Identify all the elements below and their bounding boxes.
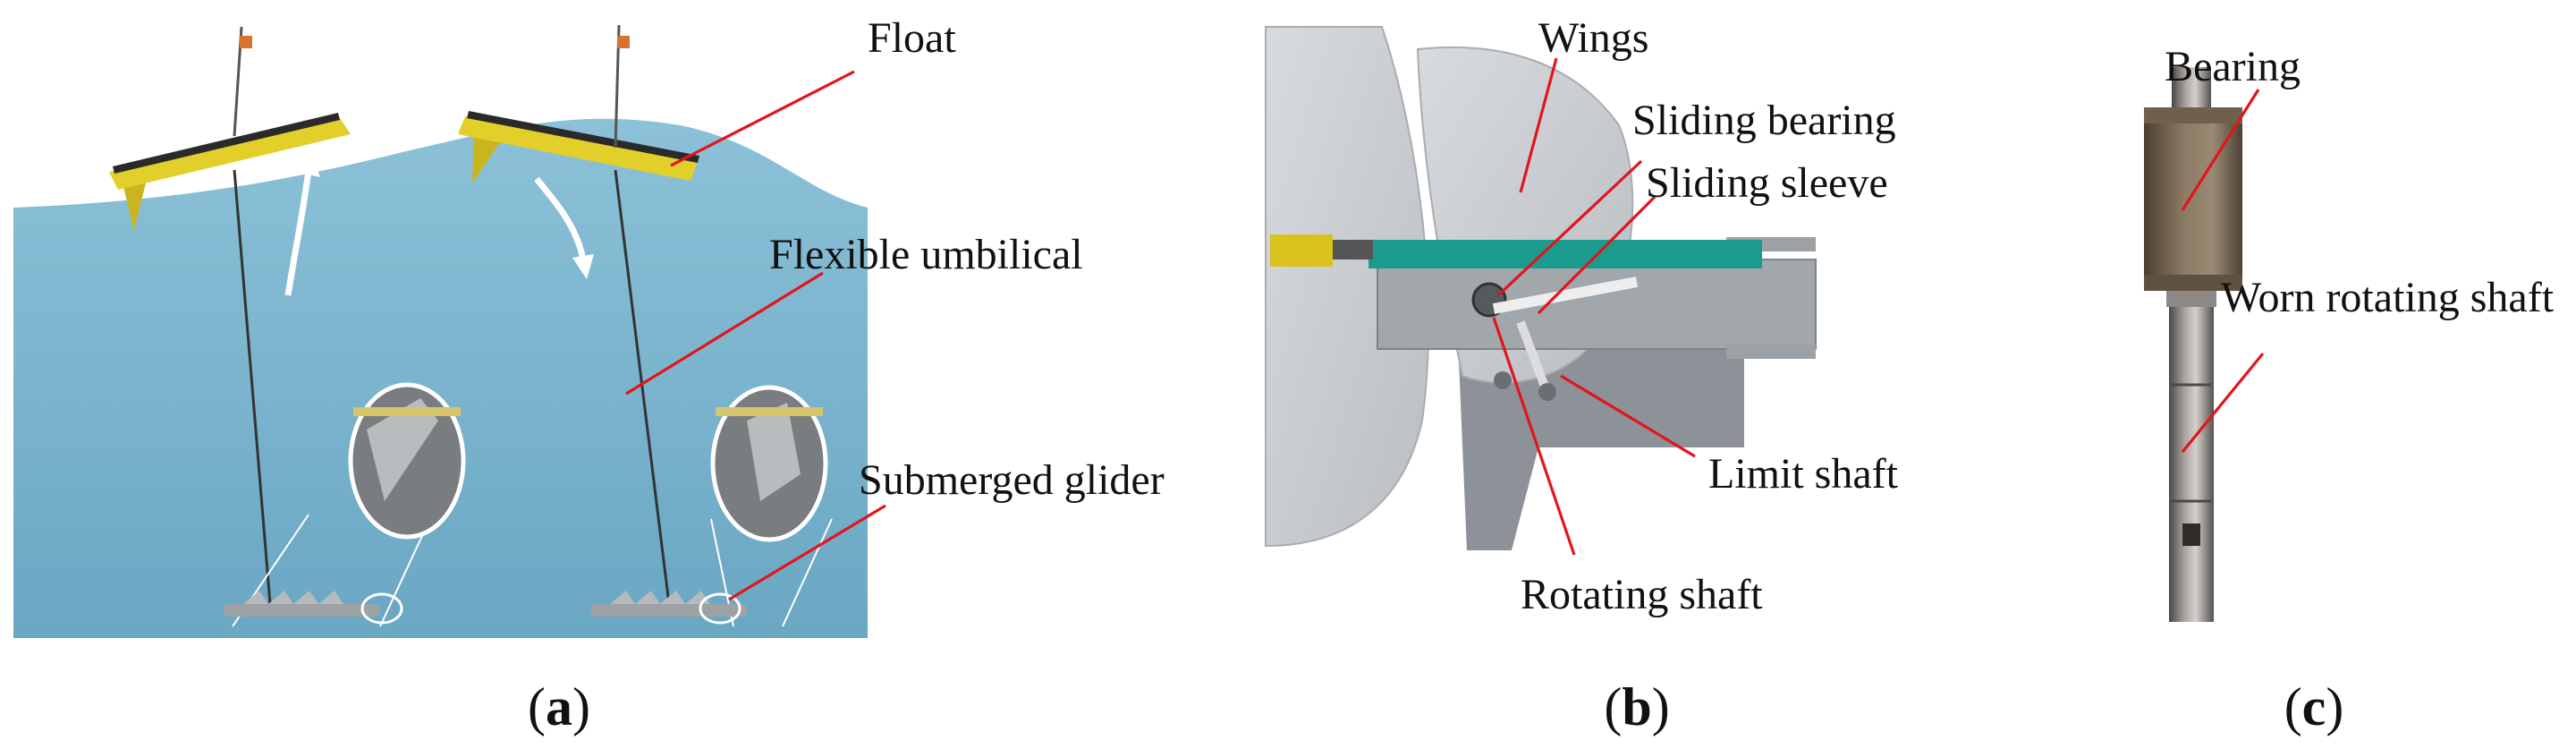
umbilical-right	[614, 169, 671, 605]
label-limit-shaft: Limit shaft	[1708, 450, 1899, 498]
sea-water	[13, 118, 868, 639]
label-sliding-sleeve: Sliding sleeve	[1646, 159, 1888, 207]
lower-plate	[1458, 340, 1744, 550]
yellow-connector	[1270, 234, 1333, 267]
label-flexible-umbilical: Flexible umbilical	[769, 231, 1083, 278]
glider-right	[590, 591, 747, 625]
caption-c: (c)	[2284, 677, 2344, 736]
wing-left	[1265, 26, 1430, 548]
zoom-inset-right	[710, 385, 833, 627]
leader-worn-shaft	[2181, 352, 2265, 454]
limit-shaft-head	[1538, 383, 1556, 401]
float-right	[458, 24, 699, 183]
sliding-sleeve	[1492, 277, 1639, 314]
leader-limit-shaft	[1560, 374, 1696, 458]
leader-bearing	[2181, 89, 2260, 211]
leader-umbilical	[625, 271, 824, 396]
label-rotating-shaft: Rotating shaft	[1521, 571, 1763, 618]
glider-left	[224, 591, 403, 625]
leader-sliding-bearing	[1496, 159, 1643, 297]
caption-a: (a)	[528, 677, 590, 736]
worn-shaft	[2169, 291, 2214, 622]
label-submerged-glider: Submerged glider	[859, 456, 1165, 504]
motion-arrow-down	[534, 176, 587, 260]
label-wings: Wings	[1538, 14, 1648, 62]
label-bearing: Bearing	[2165, 43, 2301, 90]
zoom-inset-left	[232, 382, 466, 627]
rotating-shaft-head	[1494, 371, 1512, 389]
panel-b: Wings Sliding bearing Sliding sleeve Lim…	[1265, 14, 1899, 736]
leader-rotating-shaft	[1492, 317, 1576, 556]
label-float: Float	[868, 14, 956, 62]
motion-arrow-up	[284, 169, 312, 296]
caption-b: (b)	[1604, 677, 1669, 736]
panel-a: Float Flexible umbilical Submerged glide…	[13, 14, 1165, 736]
leader-glider	[728, 504, 886, 601]
leader-sliding-sleeve	[1537, 195, 1657, 315]
float-left	[109, 26, 351, 231]
panel-c: Bearing Worn rotating shaft (c)	[2144, 43, 2555, 736]
wear-mark	[2182, 523, 2200, 546]
green-bracket	[1368, 240, 1762, 268]
leader-float	[670, 70, 855, 167]
bearing-sleeve	[2144, 107, 2242, 291]
label-worn-rotating-shaft: Worn rotating shaft	[2221, 274, 2555, 321]
label-sliding-bearing: Sliding bearing	[1632, 97, 1896, 144]
umbilical-left	[233, 169, 272, 605]
frame-beam	[1377, 259, 1817, 350]
leader-wings	[1519, 57, 1558, 193]
